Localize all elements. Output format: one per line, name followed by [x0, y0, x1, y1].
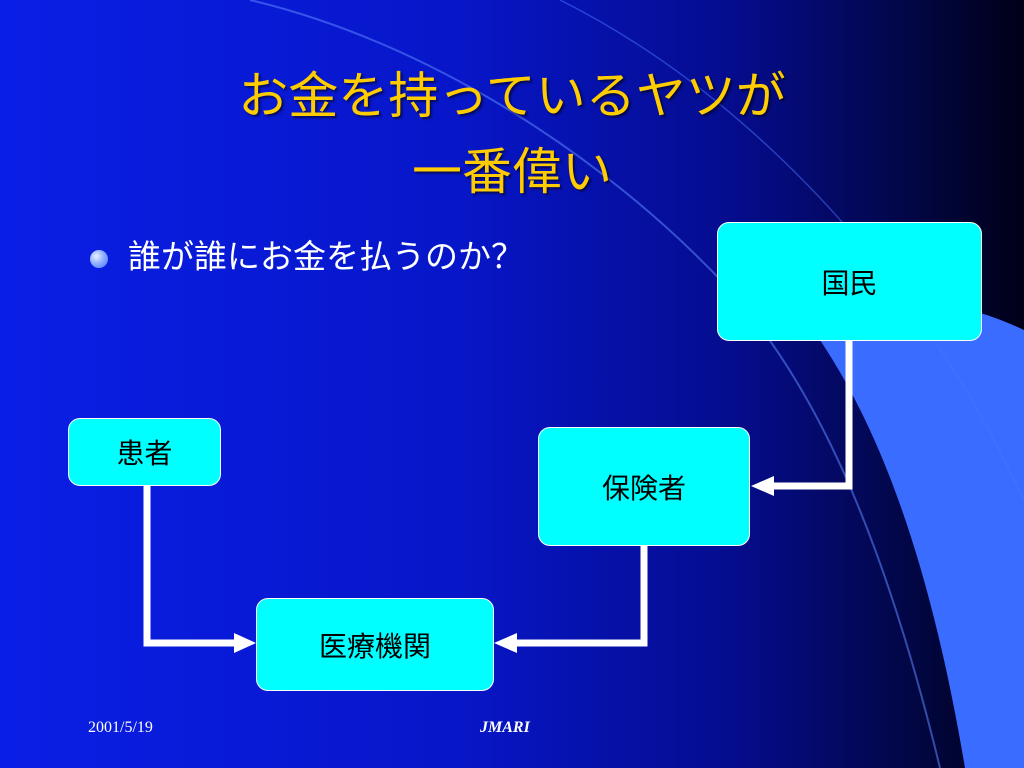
slide-title-line-2: 一番偉い — [412, 143, 612, 201]
footer-date: 2001/5/19 — [88, 719, 153, 736]
edge-hokensha-to-iryo — [515, 546, 648, 647]
node-iryo: 医療機関 — [256, 598, 494, 691]
node-hokensha-label: 保険者 — [601, 471, 686, 505]
arrowhead-hokensha-icon — [751, 476, 774, 496]
node-kanja: 患者 — [68, 418, 221, 486]
node-kanja-label: 患者 — [116, 437, 173, 470]
arrowhead-iryo-left-icon — [234, 633, 256, 653]
decoration-swoosh-large — [820, 305, 1024, 768]
bullet-text: 誰が誰にお金を払うのか？ — [128, 237, 524, 276]
node-iryo-label: 医療機関 — [318, 629, 431, 663]
node-hokensha: 保険者 — [538, 427, 750, 546]
bullet-dot-icon — [90, 250, 108, 268]
edge-kokumin-to-hokensha — [772, 341, 853, 490]
node-kokumin: 国民 — [717, 222, 982, 341]
slide-title-line-1: お金を持っているヤツが — [238, 67, 786, 125]
footer-organization: JMARI — [480, 719, 530, 736]
node-kokumin-label: 国民 — [821, 266, 878, 300]
arrowhead-iryo-right-icon — [494, 633, 517, 653]
edge-kanja-to-iryo — [143, 486, 236, 647]
